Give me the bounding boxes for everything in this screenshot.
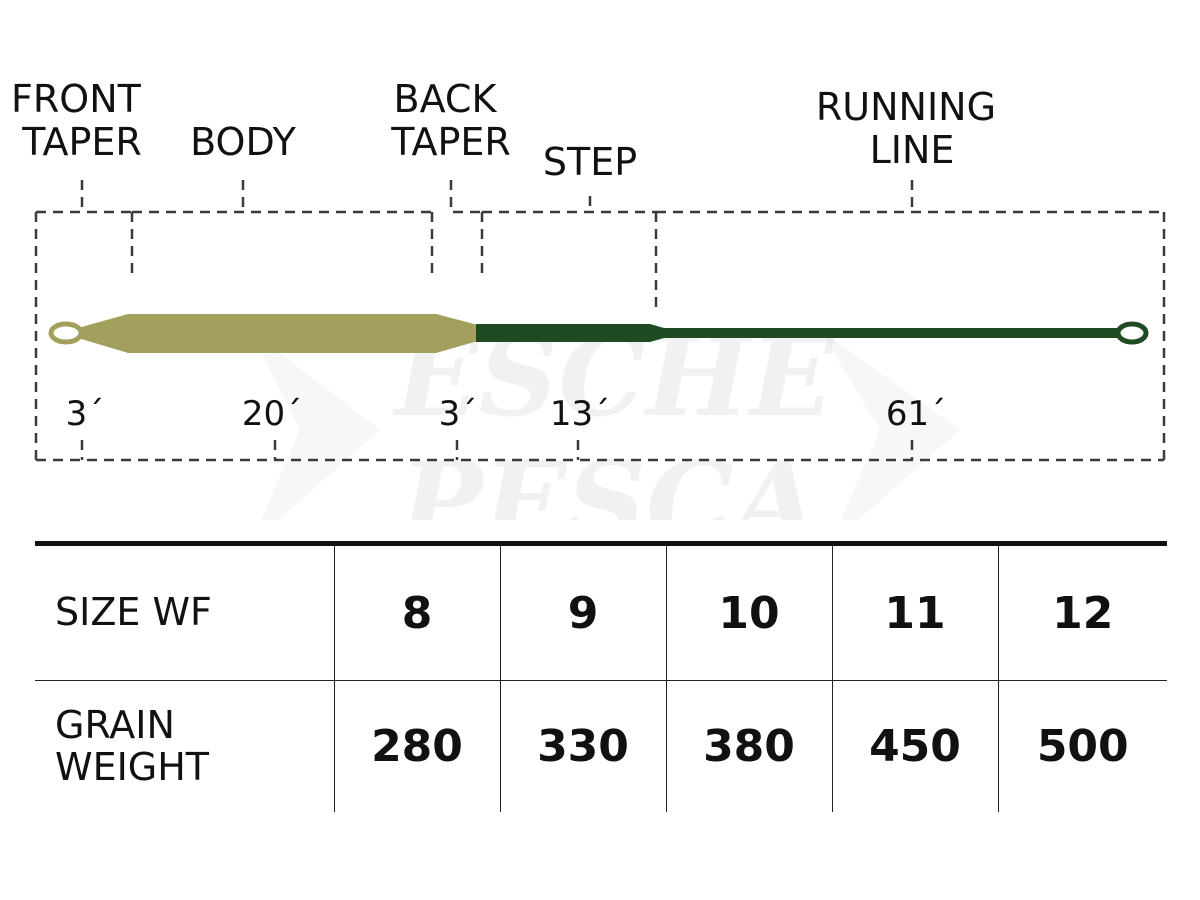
length-step: 13´ <box>550 394 610 434</box>
table-cell: 9 <box>499 541 666 681</box>
watermark: ESCHE PESCA <box>250 312 960 520</box>
label-step: STEP <box>543 140 637 184</box>
bracket-top-front-taper <box>36 180 132 214</box>
segment-labels: FRONT TAPER BODY BACK TAPER STEP RUNNING… <box>11 77 1008 184</box>
row-header-size-line1: SIZE WF <box>55 590 212 635</box>
table-cell: 380 <box>665 680 832 812</box>
label-front-taper-line1: FRONT <box>11 77 142 121</box>
table-cell: 450 <box>831 680 998 812</box>
bracket-top-back-taper <box>449 180 482 214</box>
label-front-taper: FRONT TAPER <box>11 77 153 164</box>
bracket-top-step <box>482 196 656 214</box>
length-body: 20´ <box>242 394 302 434</box>
length-front-taper: 3´ <box>66 394 105 434</box>
row-header-grain-line1: GRAIN <box>55 702 175 747</box>
dashed-brackets <box>34 180 1166 462</box>
label-body: BODY <box>190 120 296 164</box>
watermark-line2: PESCA <box>397 437 819 520</box>
label-back-taper-line1: BACK <box>394 77 498 121</box>
watermark-arrow-left <box>250 330 380 520</box>
row-header-grain-line2: WEIGHT <box>55 744 210 789</box>
label-running-line: RUNNING LINE <box>816 85 1008 172</box>
bracket-top-body <box>132 180 432 214</box>
table-cell: 10 <box>665 541 832 681</box>
rear-loop-icon <box>1115 321 1149 345</box>
table-cell: 12 <box>997 541 1167 681</box>
label-front-taper-line2: TAPER <box>21 120 142 164</box>
fly-line-taper-diagram: ESCHE PESCA FRONT TAPER BODY BACK TAPER … <box>11 77 1166 520</box>
row-header-size: SIZE WF <box>35 541 334 681</box>
label-running-line-line2: LINE <box>870 128 955 172</box>
label-back-taper-line2: TAPER <box>390 120 511 164</box>
length-running-line: 61´ <box>886 394 946 434</box>
length-labels: 3´ 20´ 3´ 13´ 61´ <box>66 394 946 434</box>
label-running-line-line1: RUNNING <box>816 85 996 129</box>
length-back-taper: 3´ <box>439 394 478 434</box>
table-cell: 8 <box>333 541 500 681</box>
table-cell: 11 <box>831 541 998 681</box>
label-back-taper: BACK TAPER <box>390 77 511 164</box>
bracket-top-running-line <box>656 180 1164 214</box>
table-cell: 330 <box>499 680 666 812</box>
watermark-arrow-right <box>820 330 960 520</box>
line-head <box>78 314 478 353</box>
table-cell: 500 <box>997 680 1167 812</box>
front-loop-icon <box>48 321 84 345</box>
line-running <box>476 324 1122 342</box>
table-cell: 280 <box>333 680 500 812</box>
table-row-size: SIZE WF 8 9 10 11 12 <box>35 541 1167 681</box>
fly-line <box>48 314 1149 353</box>
